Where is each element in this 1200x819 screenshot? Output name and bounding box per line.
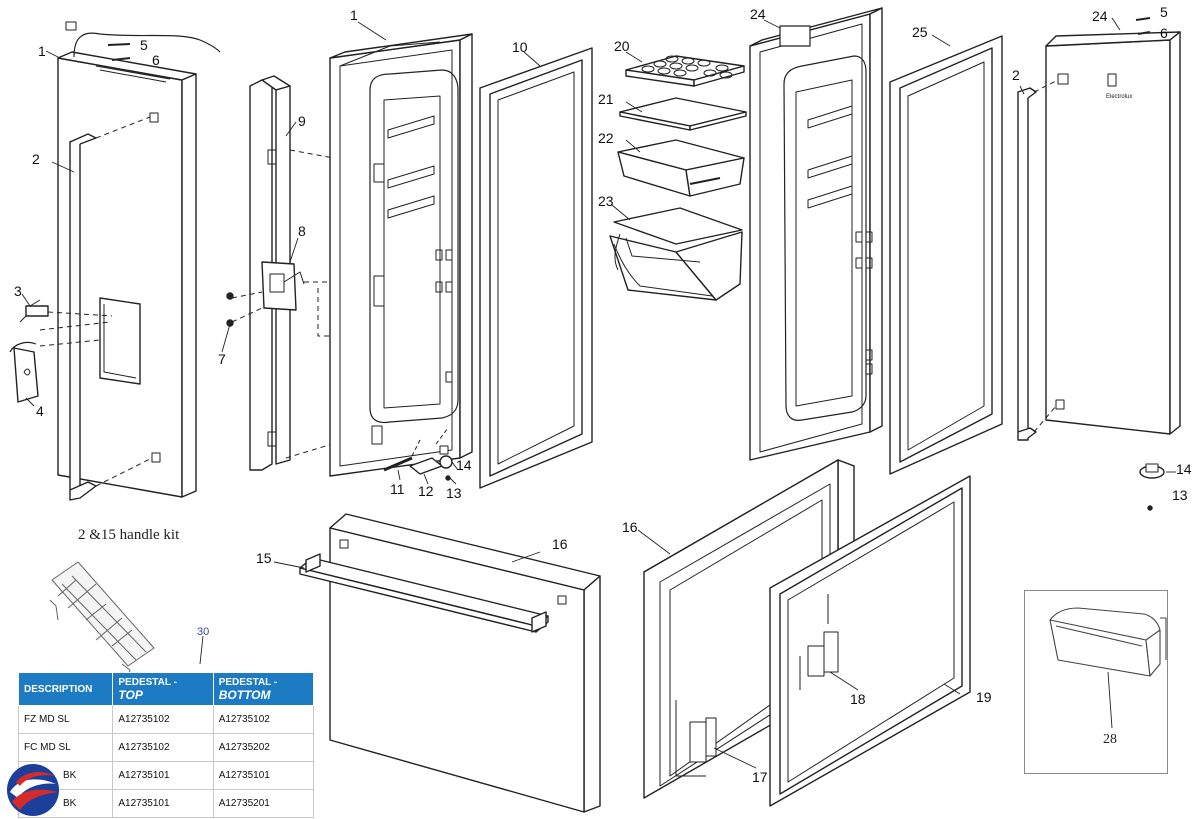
- callout-21: 21: [598, 91, 614, 107]
- freezer-outer-door: [57, 51, 197, 498]
- egg-tray: [625, 55, 745, 87]
- cell-bottom: A12735201: [212, 789, 315, 818]
- pedestal-door-gasket: [769, 475, 971, 807]
- pedestal-part-table: DESCRIPTION PEDESTAL -TOP PEDESTAL -BOTT…: [17, 672, 315, 818]
- callout-9: 9: [298, 113, 306, 129]
- callout-18: 18: [850, 691, 866, 707]
- cell-description: FZ MD SL: [17, 705, 114, 734]
- callout-25: 25: [912, 24, 928, 40]
- pedestal-bin-inset: [1049, 607, 1167, 677]
- cell-top: A12735101: [112, 789, 214, 818]
- callout-17: 17: [752, 769, 768, 785]
- fresh-food-handle: [1017, 87, 1037, 441]
- freezer-door-gasket: [479, 47, 593, 489]
- header-description: DESCRIPTION: [17, 672, 114, 706]
- table-row: FZ MD SL A12735102 A12735102: [17, 705, 315, 734]
- cell-bottom: A12735101: [212, 761, 315, 790]
- dispenser-switch: [19, 299, 49, 323]
- callout-7: 7: [218, 351, 226, 367]
- electrolux-logo-icon: [7, 764, 59, 816]
- callout-11: 11: [390, 481, 405, 497]
- callout-3: 3: [14, 283, 22, 299]
- callout-16-back: 16: [622, 519, 638, 535]
- header-pedestal-top: PEDESTAL -TOP: [112, 672, 214, 706]
- fresh-food-door-gasket: [889, 35, 1003, 475]
- callout-16-front: 16: [552, 536, 568, 552]
- cell-top: A12735102: [112, 705, 214, 734]
- callout-6-left: 6: [152, 52, 160, 68]
- freezer-door-liner: [329, 33, 473, 477]
- door-bin-small: [617, 139, 745, 197]
- inset-frame: [1024, 590, 1168, 774]
- dispenser-paddle: [9, 341, 39, 403]
- handle-kit-number: 30: [197, 626, 210, 638]
- pedestal-handle: [299, 553, 549, 633]
- cell-bottom: A12735102: [212, 705, 315, 734]
- callout-13-left: 13: [446, 485, 462, 501]
- callout-23: 23: [598, 193, 614, 209]
- brand-mark: Electrolux: [1106, 94, 1132, 100]
- callout-24-liner: 24: [750, 6, 766, 22]
- callout-14-right: 14: [1176, 461, 1192, 477]
- callout-24-door: 24: [1092, 8, 1108, 24]
- callout-5-left: 5: [140, 37, 148, 53]
- callout-6-right: 6: [1160, 25, 1168, 41]
- door-bin-large: [609, 207, 743, 301]
- callout-2-right: 2: [1012, 67, 1020, 83]
- cell-top: A12735102: [112, 733, 214, 762]
- shelf-tray: [619, 97, 747, 131]
- callout-1-liner: 1: [350, 7, 358, 23]
- dispenser-bracket: [261, 261, 305, 311]
- callout-19: 19: [976, 689, 992, 705]
- callout-13-right: 13: [1172, 487, 1188, 503]
- handle-kit-sketch: [49, 561, 155, 677]
- callout-10: 10: [512, 39, 528, 55]
- handle-kit-caption: 2 &15 handle kit: [78, 527, 180, 543]
- fresh-food-door-liner: [749, 7, 883, 461]
- cell-description: FC MD SL: [17, 733, 114, 762]
- cell-top: A12735101: [112, 761, 214, 790]
- callout-4: 4: [36, 403, 44, 419]
- callout-15: 15: [256, 550, 272, 566]
- pedestal-door-front: [329, 513, 601, 813]
- freezer-handle: [69, 133, 97, 501]
- table-header-row: DESCRIPTION PEDESTAL -TOP PEDESTAL -BOTT…: [17, 672, 315, 706]
- callout-1-freezer-door: 1: [38, 43, 46, 59]
- callout-22: 22: [598, 130, 614, 146]
- callout-8: 8: [298, 223, 306, 239]
- fresh-food-outer-door: [1045, 31, 1181, 435]
- table-row: BK A12735101 A12735101: [17, 761, 315, 790]
- callout-20: 20: [614, 38, 630, 54]
- callout-14-left: 14: [456, 457, 472, 473]
- table-row: FC MD SL A12735102 A12735202: [17, 733, 315, 762]
- callout-5-right: 5: [1160, 4, 1168, 20]
- callout-2-left: 2: [32, 151, 40, 167]
- header-pedestal-bottom: PEDESTAL -BOTTOM: [212, 672, 315, 706]
- inset-label: 28: [1103, 732, 1117, 747]
- table-row: BK A12735101 A12735201: [17, 789, 315, 818]
- callout-12: 12: [418, 483, 434, 499]
- cell-bottom: A12735202: [212, 733, 315, 762]
